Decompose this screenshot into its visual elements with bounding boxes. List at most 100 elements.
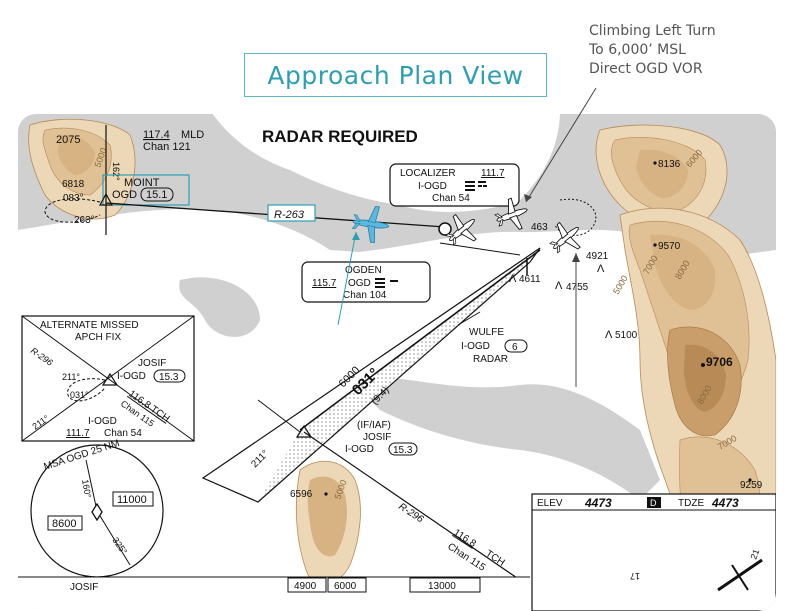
alternate-radial-031: 031° (70, 390, 89, 400)
runway-label: 17 (630, 571, 640, 581)
aircraft-white-icon (494, 197, 528, 230)
msa-circle (30, 444, 164, 578)
mld-freq: 117.4 (143, 129, 170, 141)
vor-icon (91, 502, 103, 522)
page-title: Approach Plan View (244, 53, 547, 97)
profile-alt: 6000 (334, 581, 357, 592)
contour-label: 5000 (332, 478, 348, 500)
spot-elevation: 4611 (519, 274, 541, 285)
alternate-chan115: Chan 115 (119, 398, 156, 428)
moint-prefix: OGD (112, 189, 137, 201)
spot-elevation: 2075 (56, 134, 80, 146)
profile-alt: 13000 (428, 581, 456, 592)
wulfe-dme: 6 (512, 342, 518, 353)
land-area (18, 209, 776, 611)
ogd-vor-icon (438, 222, 452, 236)
msa-label: MSA OGD 25 NM (43, 438, 121, 473)
obstacle-icon: Λ (605, 329, 613, 341)
holding-pattern (44, 198, 101, 223)
alternate-ident2: I-OGD (88, 416, 117, 427)
climb-straight-callout: Climb Straight To 4,900’ MSL (520, 389, 620, 427)
spot-elevation: 6818 (62, 179, 85, 190)
aircraft-white-icon (549, 221, 581, 254)
spot-elevation: 6596 (290, 489, 313, 500)
moint-name: MOINT (124, 177, 160, 189)
moint-highlight-box (102, 174, 190, 206)
alternate-fix-icon (101, 372, 119, 386)
callout-line: Climbing Left Turn (589, 23, 716, 39)
josif-name: JOSIF (363, 432, 391, 443)
airport-diagram-box (531, 493, 776, 611)
ogden-ident: OGD (348, 278, 371, 289)
elev-label: ELEV (537, 498, 563, 509)
climbing-left-callout: Climbing Left Turn To 6,000’ MSL Direct … (589, 22, 716, 79)
callout-line: Climb Straight (520, 390, 621, 406)
holding-pattern (67, 378, 106, 402)
elev-value: 4473 (584, 496, 612, 510)
terrain-east-ridge (619, 207, 776, 611)
tch-label: TCH (483, 548, 506, 568)
ogden-vor-box (301, 261, 431, 303)
josif-tag: (IF/IAF) (357, 420, 391, 431)
spot-elevation: 9706 (706, 355, 733, 369)
localizer-ident: I-OGD (418, 181, 447, 192)
mld-chan: Chan 121 (143, 141, 191, 153)
msa-alt-2: 8600 (52, 518, 76, 530)
contour-label: 6000 (684, 148, 705, 170)
terrain-south (295, 461, 361, 585)
msa-bearing-2: 325° (110, 535, 129, 556)
callout-pointer (525, 87, 597, 203)
radial-label: 263° (74, 215, 95, 226)
localizer-label: LOCALIZER (400, 168, 456, 179)
josif-fix-icon (295, 424, 313, 438)
tdze-value: 4473 (711, 496, 739, 510)
radar-required-header: RADAR REQUIRED (262, 127, 418, 146)
morse-code-icon (375, 278, 398, 288)
moint-fix-icon (98, 192, 114, 206)
spot-elevation: 8136 (658, 159, 681, 170)
profile-fix: JOSIF (70, 582, 98, 593)
wulfe-name: WULFE (469, 327, 504, 338)
alternate-missed-box (21, 315, 195, 442)
contour-label: 7000 (716, 433, 738, 452)
callout-line: Direct OGD VOR (589, 61, 703, 77)
contour-label: 5000 (92, 146, 108, 168)
radial-296-line (303, 431, 521, 581)
alternate-radial-211: 211° (62, 372, 80, 382)
contour-label: 8000 (695, 384, 714, 406)
contour-label: 7000 (641, 254, 660, 276)
msa-bearing-1: 160° (80, 479, 93, 499)
contour-label: 5000 (611, 274, 630, 296)
obstacle-icon: Λ (555, 280, 563, 292)
radial-label: 162° (111, 162, 121, 181)
spot-elevation: 9259 (740, 480, 763, 491)
localizer-box (389, 163, 520, 207)
course-distance: (9.4) (369, 385, 391, 407)
alternate-radial: R-296 (29, 345, 55, 367)
radial-263-label: R-263 (274, 209, 305, 221)
holding-pattern (554, 198, 597, 236)
msa-alt-1: 11000 (117, 494, 147, 506)
d-symbol: D (650, 498, 657, 508)
map-background (18, 114, 776, 611)
alternate-freq2: 111.7 (66, 428, 90, 439)
spot-elevation: 9570 (658, 241, 681, 252)
aircraft-blue-icon (351, 206, 390, 244)
contour-label: 8000 (673, 259, 692, 281)
mld-ident: MLD (181, 129, 204, 141)
alternate-chan2: Chan 54 (104, 428, 142, 439)
ogden-name: OGDEN (345, 265, 382, 276)
ogden-chan: Chan 104 (343, 290, 387, 301)
localizer-chan: Chan 54 (432, 193, 470, 204)
terrain-ne (595, 124, 728, 230)
terrain-nw (28, 118, 136, 220)
course-back-bearing: 211° (249, 448, 271, 470)
callout-pointer (337, 231, 357, 326)
aircraft-white-icon (445, 213, 477, 246)
profile-alt: 4900 (294, 581, 317, 592)
r263-highlight-box (267, 204, 316, 222)
runway-icon (717, 558, 763, 592)
obstacle-icon: Λ (509, 273, 517, 285)
spot-elevation: 463 (531, 222, 548, 233)
alternate-tch: 116.8 TCH (126, 388, 171, 424)
